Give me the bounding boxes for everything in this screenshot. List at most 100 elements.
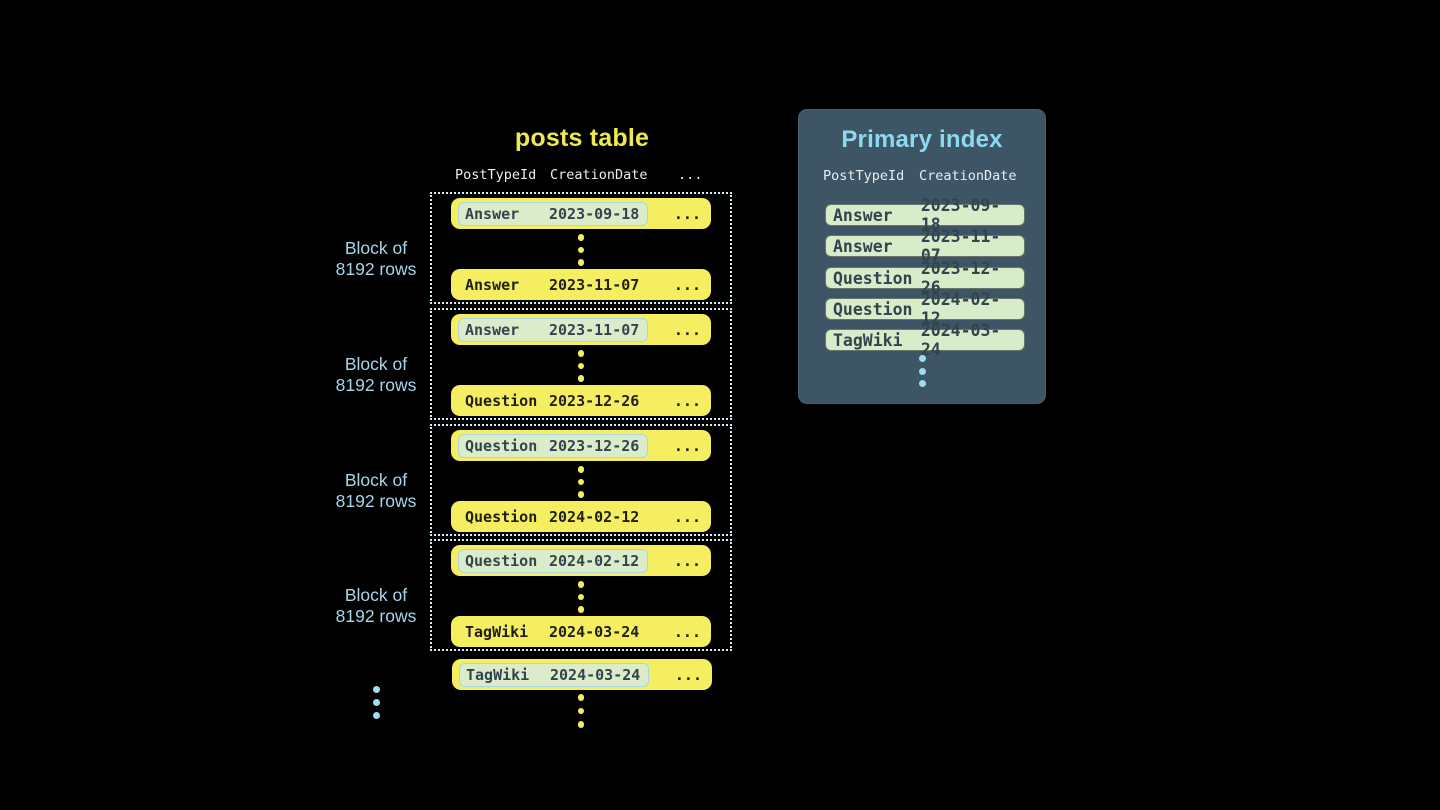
cell-creationdate: 2024-03-24 <box>549 622 640 641</box>
index-highlight-box: Question 2023-12-26 <box>458 433 648 458</box>
cell-creationdate: 2023-09-18 <box>549 204 640 223</box>
index-row: TagWiki 2024-03-24 <box>825 321 1025 359</box>
table-row-last: Question 2023-12-26 ... <box>451 385 711 416</box>
dot-icon <box>918 380 926 387</box>
dot-icon <box>372 686 380 693</box>
block-label-3: Block of 8192 rows <box>290 470 462 512</box>
block-label-line2: 8192 rows <box>335 259 417 279</box>
cell-creationdate: 2023-12-26 <box>549 391 640 410</box>
cell-posttypeid: Answer <box>833 236 893 256</box>
cell-creationdate: 2023-11-07 <box>549 275 640 294</box>
table-row-trailing: TagWiki 2024-03-24 ... <box>452 659 712 690</box>
block-label-line1: Block of <box>344 238 408 258</box>
cell-creationdate: 2023-11-07 <box>549 320 640 339</box>
index-highlight-box: Answer 2023-11-07 <box>458 317 648 342</box>
dot-icon <box>577 259 585 266</box>
dot-icon <box>577 350 585 357</box>
cell-more: ... <box>673 275 701 294</box>
block-label-line1: Block of <box>344 585 408 605</box>
cell-creationdate: 2023-09-18 <box>920 196 1001 234</box>
dot-icon <box>577 491 585 498</box>
header-posttypeid: PostTypeId <box>455 167 537 183</box>
cell-creationdate: 2024-02-12 <box>549 507 640 526</box>
block-label-line2: 8192 rows <box>335 491 417 511</box>
index-row: Question 2024-02-12 <box>825 290 1025 328</box>
index-row: Answer 2023-09-18 <box>825 196 1025 234</box>
primary-index-header-row: PostTypeId CreationDate <box>799 168 1045 184</box>
cell-more: ... <box>673 436 701 455</box>
table-row-first: Answer 2023-09-18 ... <box>451 198 711 229</box>
cell-posttypeid: Answer <box>465 275 520 294</box>
block-label-2: Block of 8192 rows <box>290 354 462 396</box>
cell-more: ... <box>674 665 702 684</box>
dot-icon <box>577 362 585 369</box>
cell-posttypeid: Answer <box>465 204 520 223</box>
posts-table-title: posts table <box>514 124 650 152</box>
cell-creationdate: 2024-03-24 <box>550 665 641 684</box>
cell-creationdate: 2023-12-26 <box>549 436 640 455</box>
index-row: Question 2023-12-26 <box>825 259 1025 297</box>
primary-index-panel: Primary index PostTypeId CreationDate An… <box>798 109 1046 404</box>
vertical-ellipsis-icon <box>432 466 730 498</box>
dot-icon <box>577 375 585 382</box>
dot-icon <box>577 234 585 241</box>
cell-more: ... <box>673 622 701 641</box>
vertical-ellipsis-icon <box>432 234 730 266</box>
cell-more: ... <box>673 507 701 526</box>
table-row-last: Question 2024-02-12 ... <box>451 501 711 532</box>
table-block-4: Question 2024-02-12 ... TagWiki 2024-03-… <box>430 539 732 651</box>
cell-posttypeid: Question <box>465 436 538 455</box>
cell-posttypeid: TagWiki <box>465 622 529 641</box>
cell-posttypeid: Question <box>465 507 538 526</box>
dot-icon <box>577 478 585 485</box>
block-label-line2: 8192 rows <box>335 606 417 626</box>
dot-icon <box>372 699 380 706</box>
dot-icon <box>372 712 380 719</box>
table-row-first: Question 2023-12-26 ... <box>451 430 711 461</box>
header-posttypeid: PostTypeId <box>823 168 905 184</box>
cell-posttypeid: Question <box>833 299 913 319</box>
header-creationdate: CreationDate <box>550 167 648 183</box>
index-highlight-box: Answer 2023-09-18 <box>458 201 648 226</box>
block-label-1: Block of 8192 rows <box>290 238 462 280</box>
block-label-4: Block of 8192 rows <box>290 585 462 627</box>
block-label-line2: 8192 rows <box>335 375 417 395</box>
cell-more: ... <box>673 551 701 570</box>
dot-icon <box>577 466 585 473</box>
table-row-last: Answer 2023-11-07 ... <box>451 269 711 300</box>
index-continues-ellipsis-icon <box>799 355 1045 387</box>
cell-creationdate: 2023-12-26 <box>920 259 1001 297</box>
cell-posttypeid: Question <box>833 268 913 288</box>
table-block-3: Question 2023-12-26 ... Question 2024-02… <box>430 424 732 536</box>
cell-more: ... <box>673 204 701 223</box>
cell-posttypeid: TagWiki <box>833 330 903 350</box>
cell-creationdate: 2023-11-07 <box>920 227 1001 265</box>
dot-icon <box>577 246 585 253</box>
header-creationdate: CreationDate <box>919 168 1017 184</box>
dot-icon <box>918 355 926 362</box>
dot-icon <box>577 707 585 714</box>
dot-icon <box>577 593 585 600</box>
blocks-continue-ellipsis-icon <box>340 686 412 719</box>
header-more-columns: ... <box>678 167 703 183</box>
block-label-line1: Block of <box>344 470 408 490</box>
cell-creationdate: 2024-02-12 <box>920 290 1001 328</box>
cell-posttypeid: Question <box>465 391 538 410</box>
table-block-2: Answer 2023-11-07 ... Question 2023-12-2… <box>430 308 732 420</box>
vertical-ellipsis-icon <box>432 350 730 382</box>
posts-table-header-row: PostTypeId CreationDate ... <box>432 167 732 183</box>
vertical-ellipsis-icon <box>432 581 730 613</box>
cell-more: ... <box>673 320 701 339</box>
dot-icon <box>577 581 585 588</box>
index-row: Answer 2023-11-07 <box>825 227 1025 265</box>
cell-posttypeid: Answer <box>833 205 893 225</box>
cell-creationdate: 2024-03-24 <box>920 321 1001 359</box>
cell-more: ... <box>673 391 701 410</box>
cell-creationdate: 2024-02-12 <box>549 551 640 570</box>
dot-icon <box>577 721 585 728</box>
dot-icon <box>577 694 585 701</box>
index-highlight-box: Question 2024-02-12 <box>458 548 648 573</box>
cell-posttypeid: Answer <box>465 320 520 339</box>
dot-icon <box>918 367 926 375</box>
